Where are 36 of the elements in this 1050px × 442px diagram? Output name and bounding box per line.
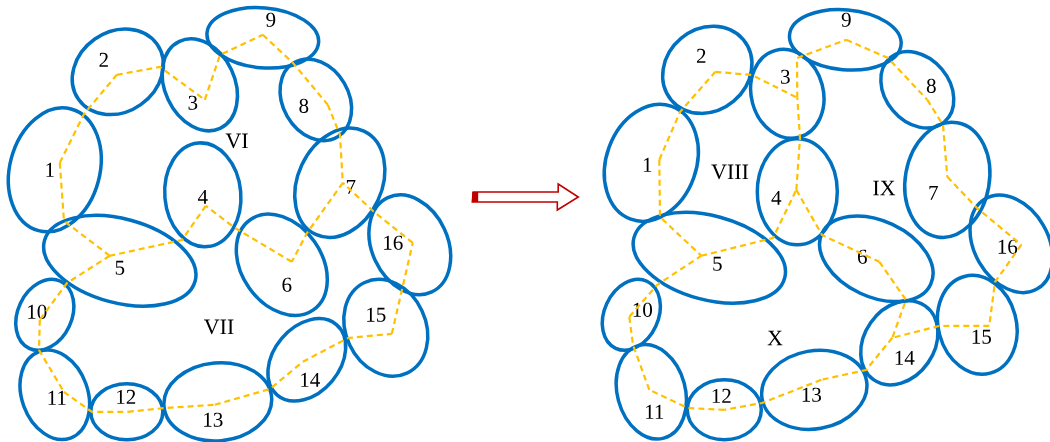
dashed-line	[658, 159, 703, 257]
dashed-line	[58, 162, 111, 257]
dashed-line	[795, 97, 802, 190]
dashed-line	[38, 254, 111, 321]
dashed-line	[628, 316, 651, 391]
region-label: IX	[873, 180, 896, 196]
dashed-line	[926, 99, 949, 177]
dashed-line	[821, 337, 894, 381]
dashed-line	[203, 33, 264, 101]
dashed-line	[63, 390, 128, 414]
region-label: VII	[204, 319, 234, 335]
dashed-line	[326, 104, 344, 183]
dashed-line	[795, 189, 880, 263]
dashed-line	[58, 74, 118, 164]
dashed-line	[878, 261, 908, 339]
dashed-line	[845, 38, 929, 101]
dashed-line	[892, 324, 990, 339]
block-arrow	[471, 182, 580, 212]
dashed-line	[715, 70, 798, 99]
dashed-line	[127, 403, 215, 413]
dashed-line	[205, 204, 293, 263]
dashed-line	[946, 176, 1022, 246]
region-label: VIII	[711, 164, 749, 180]
dashed-line	[724, 378, 822, 411]
dashed-line	[701, 189, 798, 257]
dashed-line	[628, 254, 702, 318]
dashed-line	[795, 38, 847, 98]
region-label: X	[767, 330, 783, 346]
dashed-line	[37, 319, 65, 393]
dashed-line	[290, 182, 344, 263]
dashed-line	[390, 242, 414, 335]
dashed-line	[262, 34, 329, 106]
dashed-line	[302, 332, 392, 363]
dashed-line	[109, 205, 207, 257]
dashed-line	[658, 71, 717, 161]
dashed-line	[342, 182, 414, 244]
